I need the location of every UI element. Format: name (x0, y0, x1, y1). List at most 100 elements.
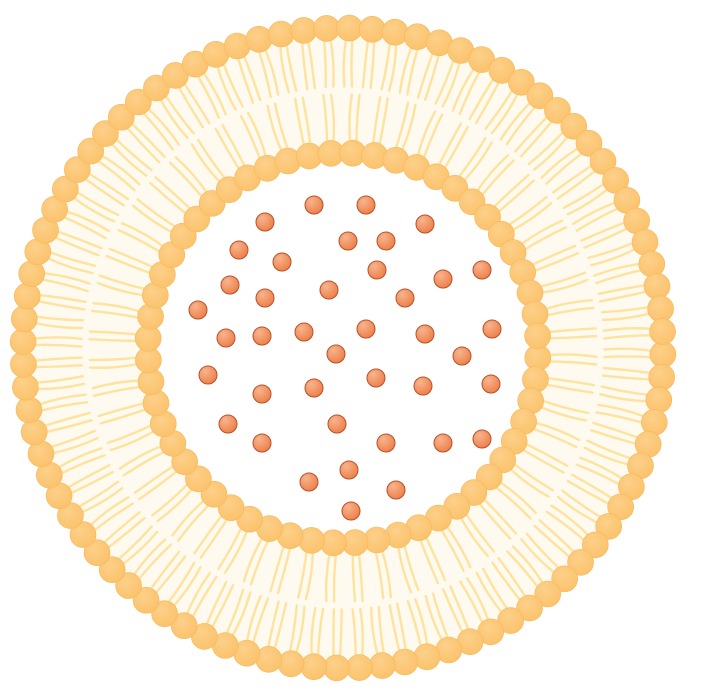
fatty-acid-tail (297, 549, 308, 599)
fatty-acid-tail (475, 571, 504, 615)
fatty-acid-tail (562, 182, 606, 209)
lipid-tail-pair (38, 393, 89, 412)
fatty-acid-tail (193, 513, 224, 555)
fatty-acid-tail (510, 202, 553, 232)
lipid-tail-pair (370, 605, 386, 657)
fatty-acid-tail (221, 123, 247, 168)
fatty-acid-tail (245, 595, 262, 643)
fatty-acid-tail (37, 293, 87, 303)
lipid-tail-pair (556, 489, 603, 525)
cargo-particle-icon (376, 231, 396, 251)
fatty-acid-tail (600, 305, 651, 314)
fatty-acid-tail (600, 385, 650, 397)
lipid-tail-pair (118, 444, 167, 477)
phospholipid-head-icon (52, 175, 79, 203)
fatty-acid-tail (322, 38, 328, 89)
lipid-tail-pair (459, 512, 496, 558)
fatty-acid-tail (480, 159, 515, 197)
fatty-acid-tail (406, 47, 419, 96)
lipid-tail-pair (580, 221, 630, 249)
fatty-acid-tail (457, 137, 487, 179)
fatty-acid-tail (370, 606, 379, 657)
fatty-acid-tail (99, 408, 148, 425)
lipid-tail-pair (590, 421, 640, 446)
fatty-acid-tail (98, 274, 147, 291)
phospholipid-head-icon (575, 130, 603, 157)
phospholipid-head-icon (649, 341, 677, 368)
fatty-acid-tail (191, 575, 218, 619)
fatty-acid-tail (251, 597, 270, 645)
fatty-acid-tail (545, 151, 584, 185)
fatty-acid-tail (507, 195, 548, 227)
lipid-tail-pair (76, 480, 124, 514)
fatty-acid-tail (197, 138, 227, 181)
lipid-tail-pair (288, 604, 306, 655)
phospholipid-head-icon (151, 600, 178, 628)
lipid-tail-pair (322, 93, 336, 144)
fatty-acid-tail (329, 93, 336, 144)
lipid-tail-pair (587, 241, 637, 267)
phospholipid-head-icon (346, 654, 373, 681)
fatty-acid-tail (205, 580, 228, 627)
phospholipid-head-icon (83, 539, 111, 567)
fatty-acid-tail (475, 80, 501, 125)
lipid-tail-pair (351, 607, 364, 658)
fatty-acid-tail (424, 594, 444, 642)
fatty-acid-tail (149, 181, 188, 216)
lipid-tail-pair (552, 164, 598, 200)
fatty-acid-tail (97, 402, 146, 418)
lipid-tail-pair (266, 102, 289, 153)
lipid-tail-pair (416, 51, 441, 101)
fatty-acid-tail (199, 517, 229, 559)
fatty-acid-tail (599, 393, 649, 403)
fatty-acid-tail (55, 230, 103, 250)
phospholipid-head-icon (92, 120, 119, 147)
fatty-acid-tail (601, 374, 652, 381)
cargo-particle-icon (433, 269, 453, 289)
phospholipid-head-icon (245, 25, 273, 53)
cargo-particle-icon (339, 460, 359, 480)
cargo-particle-icon (415, 214, 435, 234)
lipid-tail-pair (544, 299, 595, 317)
lipid-tail-pair (310, 606, 325, 658)
fatty-acid-tail (602, 366, 653, 375)
fatty-acid-tail (531, 427, 578, 449)
phospholipid-head-icon (290, 17, 318, 44)
fatty-acid-tail (267, 600, 280, 649)
fatty-acid-tail (236, 56, 255, 104)
lipid-tail-pair (32, 336, 83, 348)
lipid-tail-pair (388, 602, 407, 653)
lipid-tail-pair (527, 130, 570, 171)
fatty-acid-tail (257, 49, 272, 98)
fatty-acid-tail (166, 561, 196, 604)
fatty-acid-tail (538, 519, 576, 554)
lipid-tail-pair (459, 577, 490, 625)
lipid-tail-pair (530, 244, 580, 273)
cargo-particle-icon (216, 328, 236, 348)
cargo-particle-icon (255, 288, 275, 308)
fatty-acid-tail (92, 502, 134, 532)
lipid-tail-pair (66, 464, 114, 495)
lipid-tail-pair (575, 456, 624, 486)
fatty-acid-tail (378, 97, 389, 147)
phospholipid-head-icon (77, 137, 104, 165)
fatty-acid-tail (350, 37, 354, 88)
phospholipid-head-icon (98, 556, 126, 584)
lipid-tail-pair (332, 608, 343, 659)
fatty-acid-tail (49, 429, 97, 449)
lipid-tail-pair (193, 513, 229, 559)
lipid-tail-pair (520, 532, 561, 575)
fatty-acid-tail (544, 383, 594, 394)
fatty-acid-tail (595, 411, 644, 424)
fatty-acid-tail (508, 467, 550, 498)
cargo-particle-icon (326, 344, 346, 364)
fatty-acid-tail (239, 114, 262, 161)
phospholipid-head-icon (534, 580, 562, 608)
phospholipid-head-icon (381, 18, 409, 46)
cargo-particle-icon (294, 322, 314, 342)
lipid-tail-pair (603, 347, 654, 359)
fatty-acid-tail (34, 375, 85, 384)
fatty-acid-tail (168, 161, 204, 199)
lipid-tail-pair (42, 411, 93, 434)
